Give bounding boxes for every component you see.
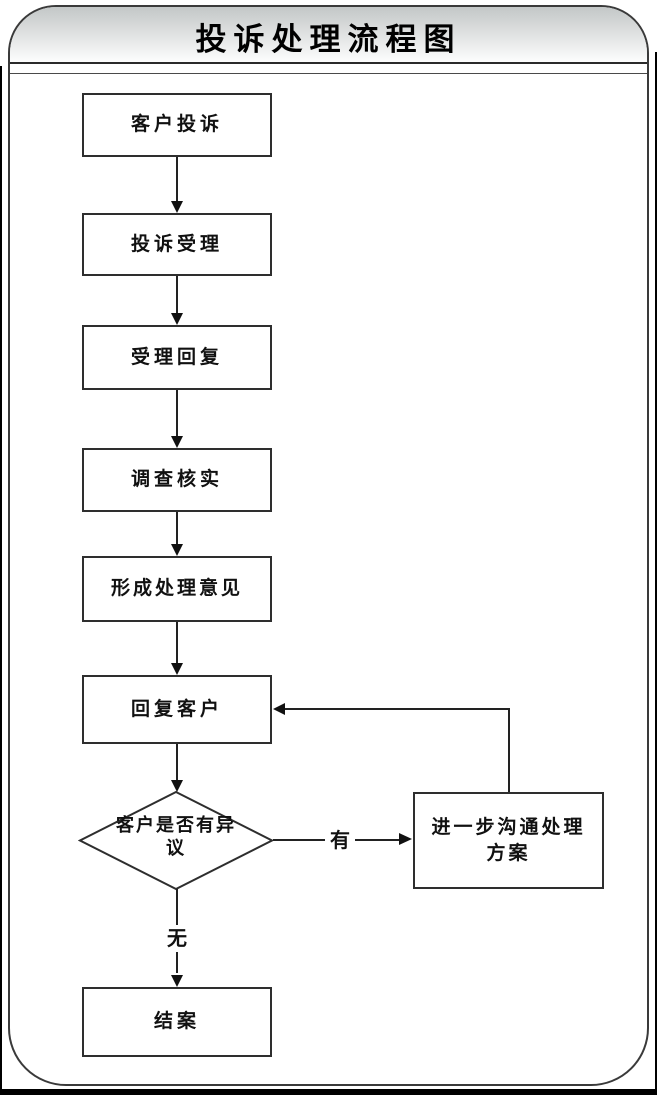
arrow-reply-to-investigation bbox=[176, 390, 178, 436]
node-investigation-verification: 调查核实 bbox=[82, 448, 272, 512]
arrow-decision-to-communication-left bbox=[273, 839, 325, 841]
page-border-left bbox=[0, 66, 2, 1095]
flowchart-frame: 投诉处理流程图 bbox=[8, 5, 649, 1086]
arrow-opinion-to-reply-customer bbox=[176, 622, 178, 663]
arrowhead-down-icon bbox=[171, 663, 183, 675]
arrow-decision-to-communication-right bbox=[355, 839, 399, 841]
arrowhead-down-icon bbox=[171, 975, 183, 987]
arrow-acceptance-to-reply bbox=[176, 276, 178, 313]
arrowhead-down-icon bbox=[171, 436, 183, 448]
arrow-complaint-to-acceptance bbox=[176, 157, 178, 201]
node-label: 调查核实 bbox=[130, 469, 223, 491]
arrow-decision-to-close-lower bbox=[176, 952, 178, 973]
page-title: 投诉处理流程图 bbox=[195, 22, 462, 57]
arrow-reply-customer-to-decision bbox=[176, 744, 178, 780]
arrowhead-down-icon bbox=[171, 201, 183, 213]
node-customer-complaint: 客户投诉 bbox=[82, 93, 272, 157]
node-label: 进一步沟通处理方案 bbox=[431, 816, 586, 864]
page-border-right bbox=[655, 52, 657, 1095]
node-label: 结案 bbox=[153, 1011, 200, 1033]
header-underline bbox=[10, 73, 647, 74]
node-label: 形成处理意见 bbox=[110, 578, 243, 600]
arrowhead-down-icon bbox=[171, 313, 183, 325]
node-further-communication-plan: 进一步沟通处理方案 bbox=[413, 792, 604, 889]
arrowhead-right-icon bbox=[399, 833, 412, 845]
node-reply-customer: 回复客户 bbox=[82, 675, 272, 744]
feedback-line-horizontal bbox=[285, 708, 510, 710]
arrowhead-left-icon bbox=[273, 703, 285, 715]
node-label: 投诉受理 bbox=[130, 233, 223, 255]
node-form-handling-opinion: 形成处理意见 bbox=[82, 556, 272, 622]
node-label: 客户投诉 bbox=[130, 114, 223, 136]
arrowhead-down-icon bbox=[171, 544, 183, 556]
flowchart-header: 投诉处理流程图 bbox=[10, 7, 647, 64]
node-customer-objection-decision: 客户是否有异议 bbox=[116, 815, 236, 859]
node-label: 受理回复 bbox=[130, 346, 223, 368]
arrow-decision-to-close-upper bbox=[176, 889, 178, 925]
node-acceptance-reply: 受理回复 bbox=[82, 325, 272, 390]
node-label: 回复客户 bbox=[130, 698, 223, 720]
arrowhead-down-icon bbox=[171, 780, 183, 792]
page-border-bottom bbox=[0, 1089, 657, 1095]
arrow-investigation-to-opinion bbox=[176, 512, 178, 544]
node-close-case: 结案 bbox=[82, 987, 272, 1057]
feedback-line-vertical bbox=[508, 709, 510, 792]
branch-label-no: 无 bbox=[167, 928, 187, 950]
branch-label-yes: 有 bbox=[330, 830, 350, 852]
node-complaint-acceptance: 投诉受理 bbox=[82, 213, 272, 276]
